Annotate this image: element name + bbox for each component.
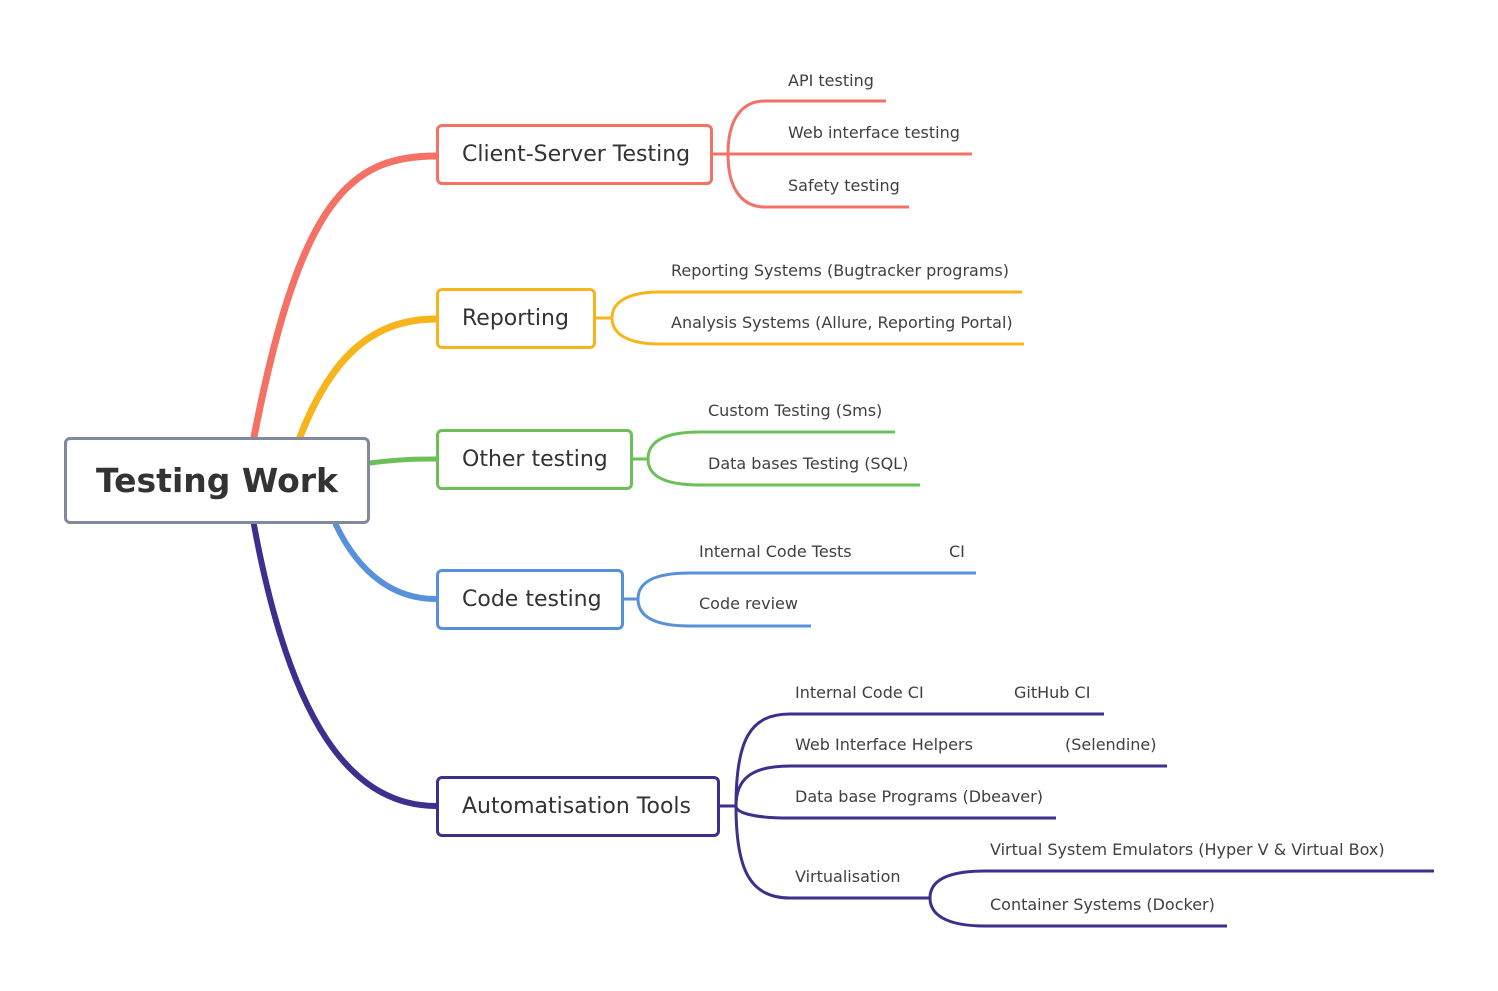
subtopic-virtual-system-emulators[interactable]: Virtual System Emulators (Hyper V & Virt… <box>990 840 1385 859</box>
branch-code-testing[interactable]: Code testing <box>436 569 624 630</box>
connector-client-server <box>250 152 440 441</box>
other-testing-subconnectors <box>632 430 920 487</box>
subtopic-internal-code-tests[interactable]: Internal Code Tests <box>699 542 852 561</box>
branch-label: Other testing <box>462 447 608 472</box>
connector-automation <box>251 522 439 809</box>
connector-other-testing <box>367 456 439 466</box>
subtopic-custom-testing[interactable]: Custom Testing (Sms) <box>708 401 883 420</box>
root-label: Testing Work <box>96 461 338 500</box>
subtopic-code-review[interactable]: Code review <box>699 594 798 613</box>
branch-reporting[interactable]: Reporting <box>436 288 596 349</box>
code-testing-subconnectors <box>623 571 976 628</box>
subtopic-data-base-programs[interactable]: Data base Programs (Dbeaver) <box>795 787 1043 806</box>
branch-label: Automatisation Tools <box>462 794 692 819</box>
automation-subconnectors <box>719 712 1434 928</box>
subtopic-data-bases-testing[interactable]: Data bases Testing (SQL) <box>708 454 909 473</box>
branch-automatisation-tools[interactable]: Automatisation Tools <box>436 776 720 837</box>
reporting-subconnectors <box>595 290 1024 346</box>
branch-other-testing[interactable]: Other testing <box>436 429 633 490</box>
connector-reporting <box>296 315 440 441</box>
subtopic-virtualisation[interactable]: Virtualisation <box>795 867 901 886</box>
subtopic-selendine[interactable]: (Selendine) <box>1065 735 1157 754</box>
branch-label: Code testing <box>462 587 602 612</box>
subtopic-safety-testing[interactable]: Safety testing <box>788 176 900 195</box>
client-server-subconnectors <box>712 99 972 209</box>
subtopic-web-interface-testing[interactable]: Web interface testing <box>788 123 960 142</box>
subtopic-github-ci[interactable]: GitHub CI <box>1014 683 1091 702</box>
root-node[interactable]: Testing Work <box>64 437 370 524</box>
subtopic-api-testing[interactable]: API testing <box>788 71 874 90</box>
subtopic-web-interface-helpers[interactable]: Web Interface Helpers <box>795 735 973 754</box>
branch-label: Reporting <box>462 306 569 331</box>
subtopic-internal-code-ci[interactable]: Internal Code CI <box>795 683 924 702</box>
branch-client-server-testing[interactable]: Client-Server Testing <box>436 124 713 185</box>
subtopic-container-systems[interactable]: Container Systems (Docker) <box>990 895 1215 914</box>
subtopic-ci[interactable]: CI <box>949 542 965 561</box>
branch-label: Client-Server Testing <box>462 142 691 167</box>
subtopic-analysis-systems[interactable]: Analysis Systems (Allure, Reporting Port… <box>671 313 1013 332</box>
connector-code-testing <box>333 522 439 602</box>
subtopic-reporting-systems[interactable]: Reporting Systems (Bugtracker programs) <box>671 261 1009 280</box>
